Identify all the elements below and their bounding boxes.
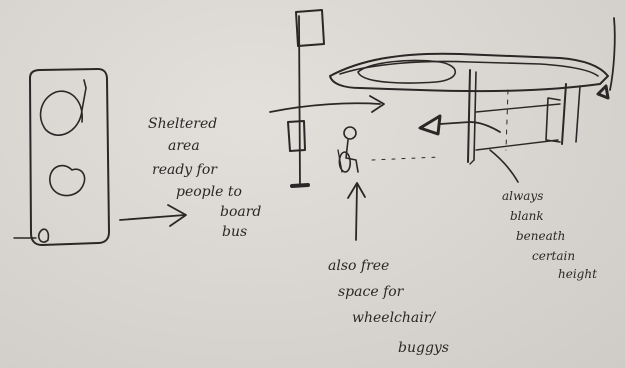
space-line-3: wheelchair/ <box>352 310 436 326</box>
shelter-line-6: bus <box>222 224 247 240</box>
arrow-blank <box>490 150 518 182</box>
shelter-line-2: area <box>168 138 200 154</box>
shelter-line-4: people to <box>176 184 242 200</box>
shelter-line-3: ready for <box>152 162 218 178</box>
shelter-line-5: board <box>220 204 261 220</box>
blank-line-3: beneath <box>516 229 565 243</box>
arrow-panel <box>120 205 186 226</box>
wheelchair-user-sketch <box>338 127 440 172</box>
space-line-1: also free <box>328 258 389 274</box>
annotation-blank: always blank beneath certain height <box>502 189 597 281</box>
space-line-2: space for <box>338 284 405 300</box>
blank-line-5: height <box>558 267 597 281</box>
space-line-4: buggys <box>398 340 449 356</box>
blank-line-4: certain <box>532 249 575 263</box>
shelter-line-1: Sheltered <box>148 116 217 132</box>
bus-shelter-sketch <box>330 18 615 164</box>
arrow-space <box>348 183 365 240</box>
blank-line-1: always <box>502 189 543 203</box>
blank-line-2: blank <box>510 209 544 223</box>
annotation-shelter: Sheltered area ready for people to board… <box>148 116 261 240</box>
bus-stop-pole-sketch <box>288 10 324 186</box>
button-panel-sketch <box>14 69 109 245</box>
annotation-space: also free space for wheelchair/ buggys <box>328 258 449 356</box>
